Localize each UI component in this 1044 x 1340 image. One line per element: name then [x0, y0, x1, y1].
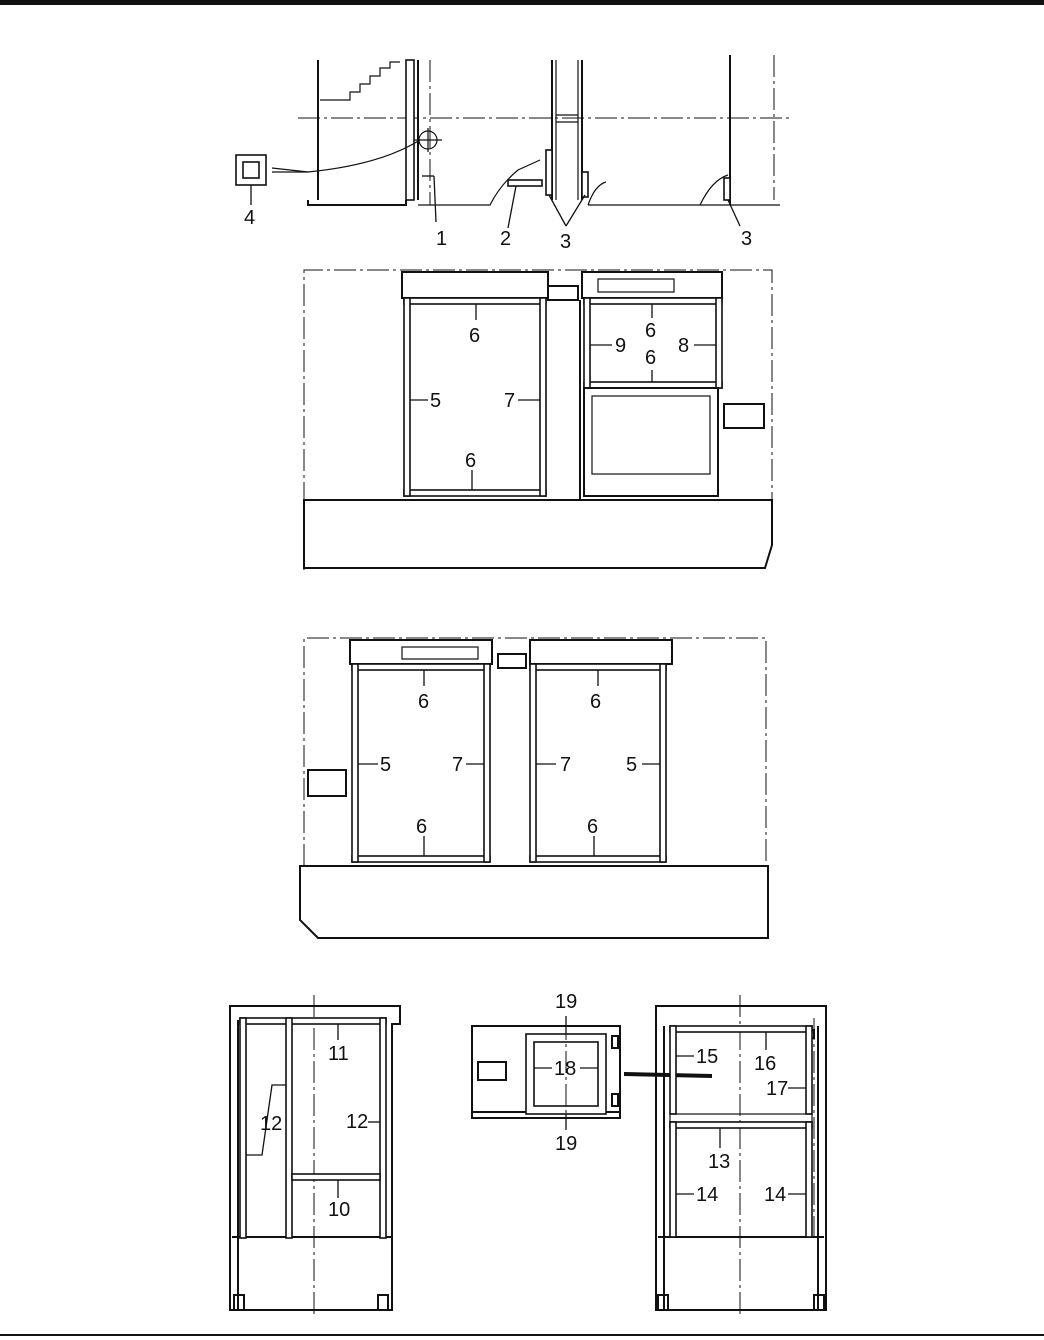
control-box-view	[471, 1018, 712, 1124]
top-border-bar	[0, 0, 1044, 5]
callout-16: 16	[754, 1053, 776, 1075]
callout-3-right: 3	[741, 228, 752, 250]
callout-10: 10	[328, 1199, 350, 1221]
callout-13: 13	[708, 1151, 730, 1173]
left-end-view	[229, 995, 401, 1315]
callout-5-left: 5	[430, 390, 441, 412]
callout-15: 15	[696, 1046, 718, 1068]
callout-17: 17	[766, 1078, 788, 1100]
front-elevation-view	[303, 269, 773, 570]
right-end-view	[655, 995, 827, 1318]
callout-7-left: 7	[504, 390, 515, 412]
callout-6-left-top: 6	[469, 325, 480, 347]
callout-14-left: 14	[696, 1184, 718, 1206]
bottom-border-line	[0, 1334, 1044, 1336]
callout-19-bottom: 19	[555, 1133, 577, 1155]
callout-7-rear-left: 7	[452, 754, 463, 776]
callout-6-rear-right-bottom: 6	[587, 816, 598, 838]
callout-6-rear-right-top: 6	[590, 691, 601, 713]
callout-1: 1	[436, 228, 447, 250]
callout-5-rear-left: 5	[380, 754, 391, 776]
callout-12-left: 12	[260, 1113, 282, 1135]
callout-14-right: 14	[764, 1184, 786, 1206]
callout-6-rear-left-bottom: 6	[416, 816, 427, 838]
callout-9: 9	[615, 335, 626, 357]
callout-11: 11	[328, 1043, 349, 1065]
top-detail-view	[235, 55, 790, 206]
callout-12-right: 12	[346, 1111, 368, 1133]
callout-2: 2	[500, 228, 511, 250]
callout-6-left-bottom: 6	[465, 450, 476, 472]
callout-6-right-middle: 6	[645, 347, 656, 369]
callout-6-rear-left-top: 6	[418, 691, 429, 713]
callout-8: 8	[678, 335, 689, 357]
callout-5-rear-right: 5	[626, 754, 637, 776]
left-end-callouts: 11 12 12 10	[246, 1024, 380, 1221]
callout-7-rear-right: 7	[560, 754, 571, 776]
callout-4: 4	[244, 207, 255, 229]
control-box-callouts: 19 18 19	[534, 991, 598, 1155]
callout-3-center: 3	[560, 231, 571, 253]
callout-6-right-top: 6	[645, 320, 656, 342]
rear-view-callouts: 6 5 7 6 6 7 5 6	[358, 670, 660, 856]
callout-19-top: 19	[555, 991, 577, 1013]
rear-elevation-view	[299, 637, 769, 939]
top-detail-callouts: 4 1 2 3 3	[244, 175, 752, 253]
front-view-callouts: 6 5 7 6 6 9 6 8	[410, 304, 716, 490]
right-end-callouts: 15 16 17 13 14 14	[676, 1032, 806, 1206]
callout-18: 18	[554, 1058, 576, 1080]
